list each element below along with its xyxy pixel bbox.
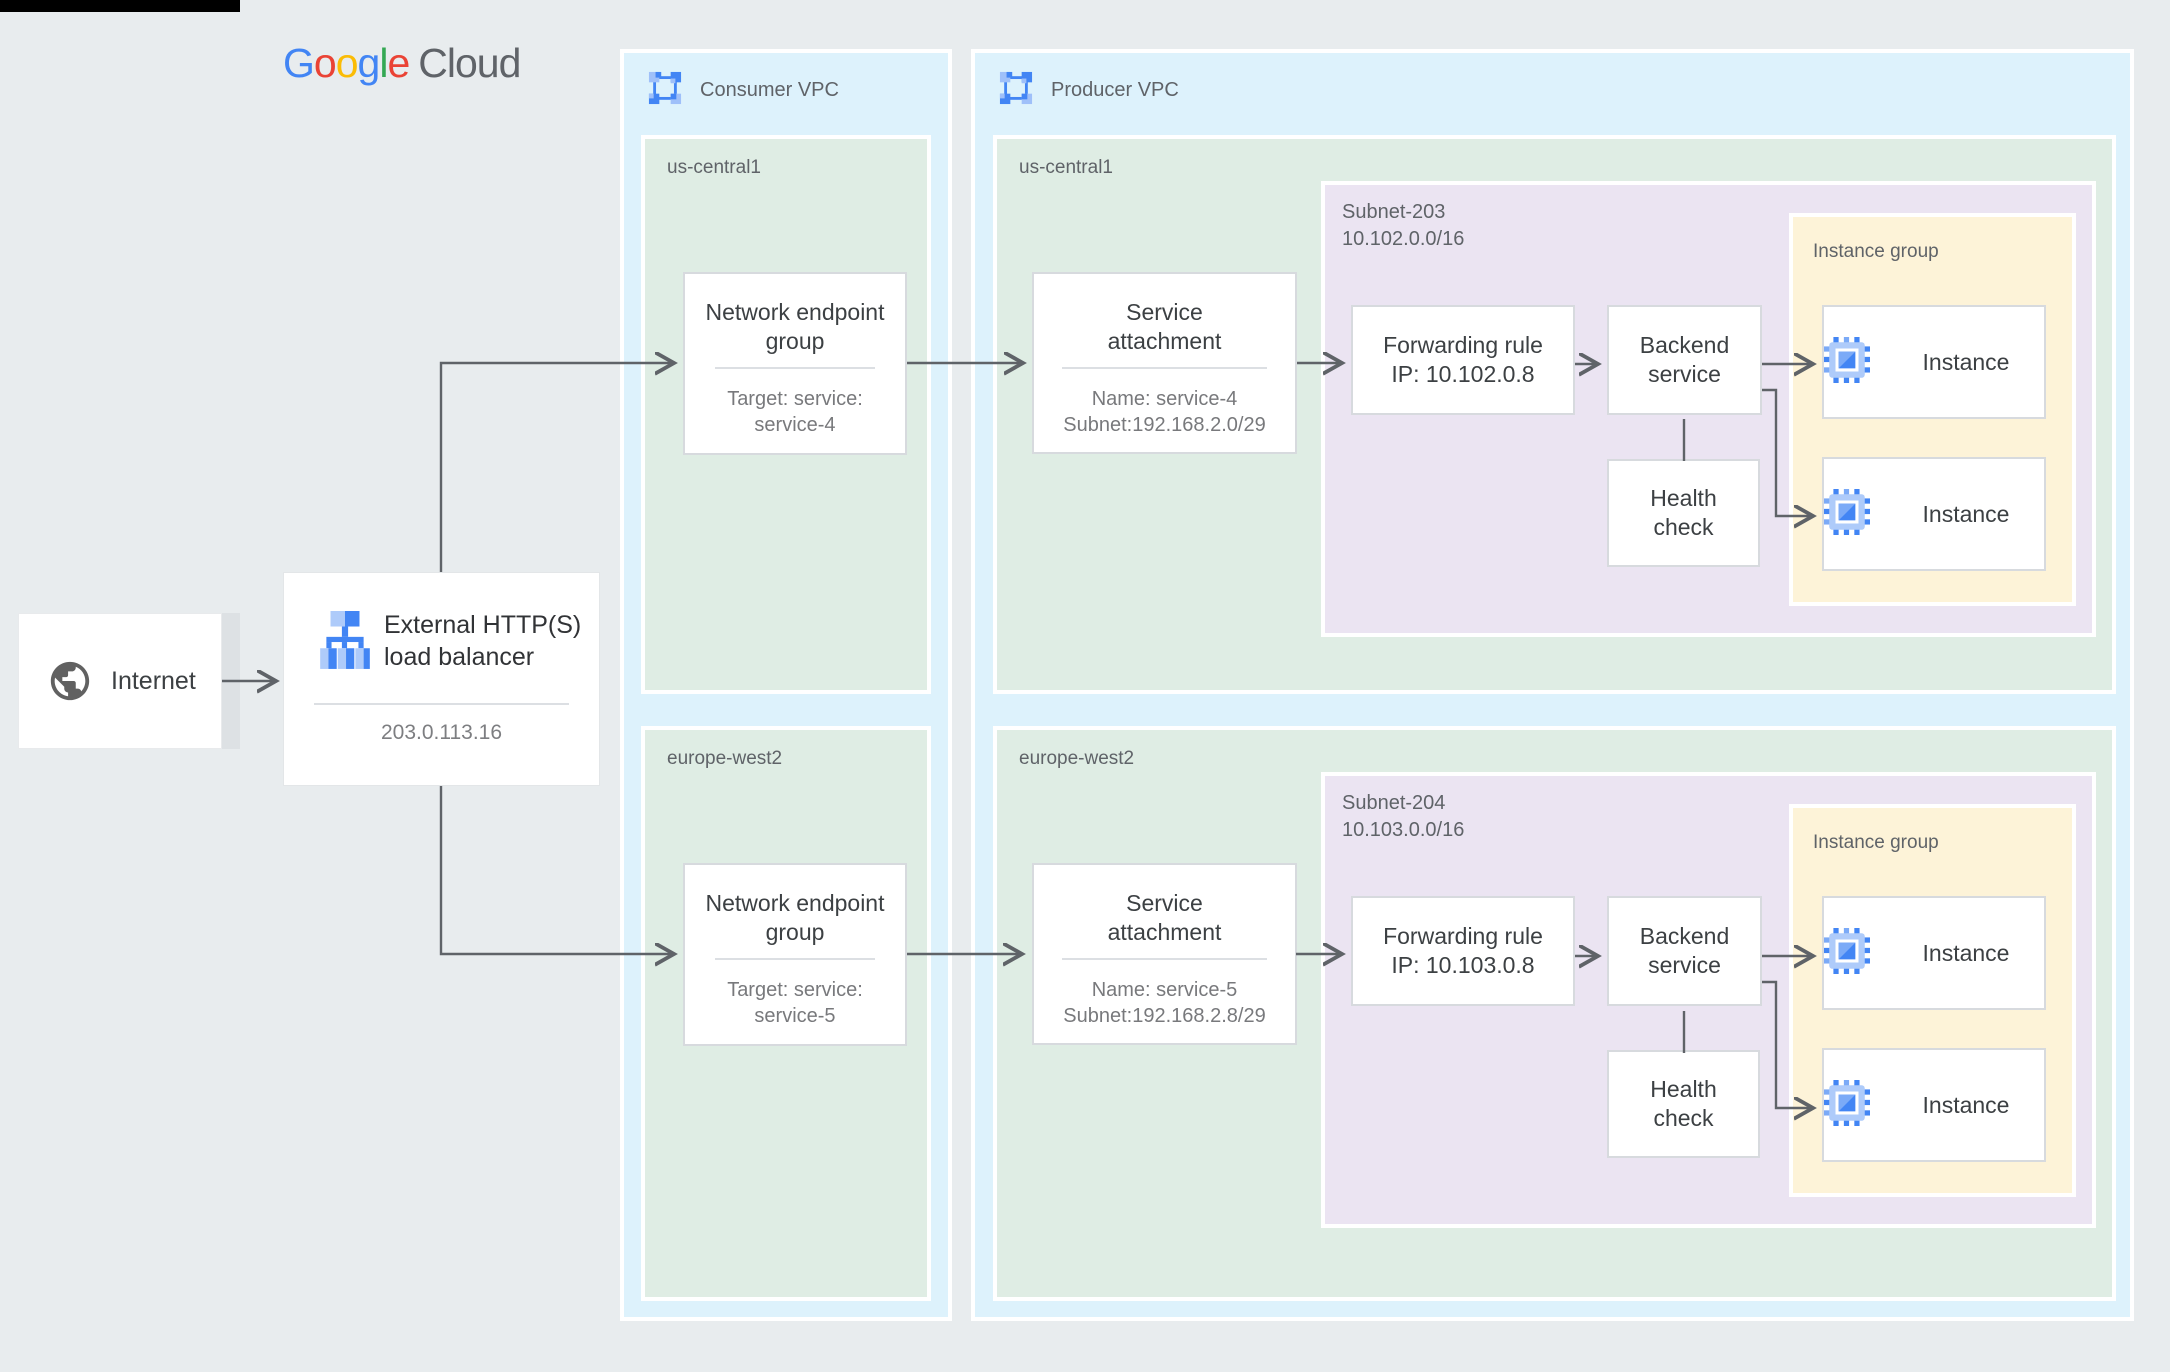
consumer-region-europe-west2: europe-west2 Network endpoint group Targ… <box>641 726 931 1301</box>
subnet-container: Subnet-203 10.102.0.0/16 Forwarding rule … <box>1321 181 2096 637</box>
producer-vpc-container: Producer VPC us-central1 Service attachm… <box>971 49 2134 1321</box>
producer-region-us-central1: us-central1 Service attachment Name: ser… <box>993 135 2116 694</box>
forwarding-rule-line1: Forwarding rule <box>1383 923 1543 950</box>
internet-node: Internet <box>18 613 222 749</box>
top-black-bar <box>0 0 240 12</box>
logo-letter: l <box>379 40 388 86</box>
logo-letter: e <box>387 40 410 86</box>
logo-letter: G <box>283 40 315 86</box>
instance-node: Instance <box>1822 457 2046 571</box>
health-check-node: Health check <box>1607 459 1760 567</box>
backend-service-node: Backend service <box>1607 305 1762 415</box>
neg-title: Network endpoint group <box>705 299 885 354</box>
instance-group-label: Instance group <box>1813 832 1939 853</box>
instance-node: Instance <box>1822 305 2046 419</box>
instance-node: Instance <box>1822 1048 2046 1162</box>
instance-node: Instance <box>1822 896 2046 1010</box>
subnet-container: Subnet-204 10.103.0.0/16 Forwarding rule … <box>1321 772 2096 1228</box>
instance-group-container: Instance group <box>1789 804 2076 1197</box>
internet-label: Internet <box>111 666 196 695</box>
health-check-label: Health check <box>1650 1076 1717 1131</box>
load-balancer-ip: 203.0.113.16 <box>380 721 503 744</box>
service-attachment-title: Service attachment <box>1107 890 1222 945</box>
backend-service-label: Backend service <box>1639 923 1730 978</box>
divider <box>715 367 875 369</box>
instance-label: Instance <box>1922 348 2010 375</box>
compute-engine-icon <box>1824 488 1870 540</box>
consumer-vpc-container: Consumer VPC us-central1 Network endpoin… <box>620 49 952 1321</box>
globe-icon <box>47 658 93 704</box>
neg-title: Network endpoint group <box>705 890 885 945</box>
region-label: europe-west2 <box>667 748 783 769</box>
consumer-vpc-label: Consumer VPC <box>700 79 839 101</box>
region-label: us-central1 <box>1019 157 1113 178</box>
neg-target-line1: Target: service: <box>727 388 863 410</box>
load-balancer-node: External HTTP(S) load balancer 203.0.113… <box>283 572 600 786</box>
subnet-name: Subnet-204 <box>1342 792 1446 814</box>
network-endpoint-group-node: Network endpoint group Target: service: s… <box>683 272 907 455</box>
forwarding-rule-line2: IP: 10.102.0.8 <box>1391 361 1535 387</box>
sa-name-line: Name: service-5 <box>1091 979 1238 1001</box>
logo-letter: g <box>357 40 381 86</box>
compute-engine-icon <box>1824 1079 1870 1131</box>
vpc-icon <box>648 71 682 110</box>
service-attachment-title: Service attachment <box>1107 299 1222 354</box>
load-balancer-title: External HTTP(S) load balancer <box>384 611 582 671</box>
backend-service-label: Backend service <box>1639 332 1730 387</box>
instance-label: Instance <box>1922 939 2010 966</box>
neg-target-line2: service-5 <box>754 1005 836 1027</box>
divider <box>314 703 569 705</box>
forwarding-rule-line2: IP: 10.103.0.8 <box>1391 952 1535 978</box>
compute-engine-icon <box>1824 927 1870 979</box>
logo-cloud-text: Cloud <box>418 40 521 86</box>
sa-name-line: Name: service-4 <box>1091 388 1238 410</box>
divider <box>715 958 875 960</box>
producer-vpc-label: Producer VPC <box>1051 79 1179 101</box>
subnet-label: Subnet-203 10.102.0.0/16 <box>1342 199 1464 253</box>
forwarding-rule-line1: Forwarding rule <box>1383 332 1543 359</box>
subnet-name: Subnet-203 <box>1342 201 1446 223</box>
backend-service-node: Backend service <box>1607 896 1762 1006</box>
forwarding-rule-node: Forwarding rule IP: 10.102.0.8 <box>1351 305 1575 415</box>
instance-label: Instance <box>1922 500 2010 527</box>
consumer-region-us-central1: us-central1 Network endpoint group Targe… <box>641 135 931 694</box>
neg-target: Target: service: service-5 <box>685 977 905 1029</box>
neg-target-line2: service-4 <box>754 414 836 436</box>
load-balancer-icon <box>320 611 370 676</box>
vpc-icon <box>999 71 1033 110</box>
logo-letter: o <box>335 40 359 86</box>
divider <box>1062 958 1267 960</box>
neg-target: Target: service: service-4 <box>685 386 905 438</box>
health-check-node: Health check <box>1607 1050 1760 1158</box>
network-endpoint-group-node: Network endpoint group Target: service: s… <box>683 863 907 1046</box>
forwarding-rule-node: Forwarding rule IP: 10.103.0.8 <box>1351 896 1575 1006</box>
sa-subnet-line: Subnet:192.168.2.8/29 <box>1063 1005 1266 1027</box>
region-label: us-central1 <box>667 157 761 178</box>
subnet-cidr: 10.103.0.0/16 <box>1342 819 1465 841</box>
instance-group-label: Instance group <box>1813 241 1939 262</box>
instance-label: Instance <box>1922 1091 2010 1118</box>
divider <box>1062 367 1267 369</box>
neg-target-line1: Target: service: <box>727 979 863 1001</box>
sa-subnet-line: Subnet:192.168.2.0/29 <box>1063 414 1266 436</box>
compute-engine-icon <box>1824 336 1870 388</box>
subnet-cidr: 10.102.0.0/16 <box>1342 228 1465 250</box>
region-label: europe-west2 <box>1019 748 1135 769</box>
instance-group-container: Instance group <box>1789 213 2076 606</box>
logo-letter: o <box>313 40 337 86</box>
subnet-label: Subnet-204 10.103.0.0/16 <box>1342 790 1464 844</box>
health-check-label: Health check <box>1650 485 1717 540</box>
producer-region-europe-west2: europe-west2 Service attachment Name: se… <box>993 726 2116 1301</box>
